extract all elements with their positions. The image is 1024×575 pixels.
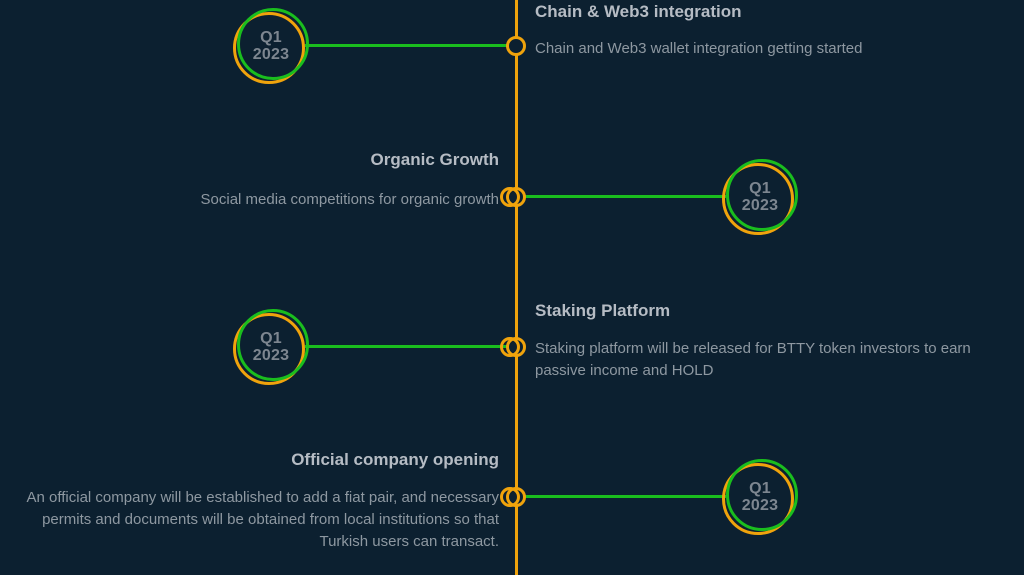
badge-quarter: Q1 [260,29,282,46]
badge-year: 2023 [741,497,779,514]
milestone-title: Official company opening [291,450,499,469]
badge-ring-green [726,159,798,231]
badge-year: 2023 [741,197,779,214]
badge-ring-green [726,459,798,531]
connector-line [524,495,726,498]
badge-ring-green [237,309,309,381]
timeline-node-extra-ring [500,187,520,207]
timeline-axis [515,0,518,575]
milestone-description: Chain and Web3 wallet integration gettin… [535,40,863,57]
connector-line [524,195,726,198]
connector-line [305,345,508,348]
quarter-badge: Q1 2023 [233,8,309,84]
milestone-description: Social media competitions for organic gr… [200,191,499,208]
quarter-badge: Q1 2023 [722,459,798,535]
timeline-node-extra-ring [500,337,520,357]
badge-label: Q1 2023 [235,10,307,82]
connector-line [305,44,508,47]
badge-label: Q1 2023 [235,311,307,383]
badge-quarter: Q1 [749,180,771,197]
badge-year: 2023 [252,46,290,63]
badge-label: Q1 2023 [724,161,796,233]
milestone-title: Chain & Web3 integration [535,2,742,21]
badge-quarter: Q1 [260,330,282,347]
milestone-title: Staking Platform [535,301,671,320]
milestone-description: An official company will be established … [26,489,500,550]
badge-quarter: Q1 [749,480,771,497]
badge-ring-green [237,8,309,80]
badge-year: 2023 [252,347,290,364]
timeline-node-extra-ring [500,487,520,507]
milestone-description: Staking platform will be released for BT… [535,340,971,379]
timeline-node [506,36,526,56]
badge-label: Q1 2023 [724,461,796,533]
milestone-title: Organic Growth [370,150,499,169]
quarter-badge: Q1 2023 [233,309,309,385]
quarter-badge: Q1 2023 [722,159,798,235]
